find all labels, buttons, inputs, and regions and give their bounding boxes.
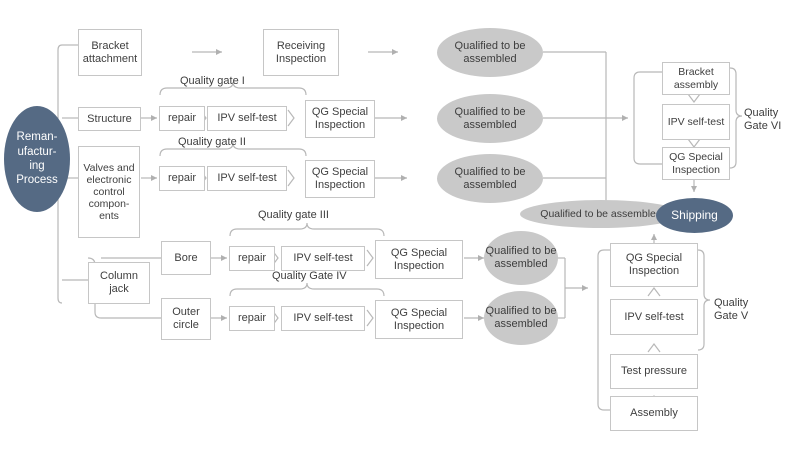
gate-v-step-test-pressure[interactable]: Test pressure [610, 354, 698, 389]
result-qualified-bore[interactable]: Qualified to be assembled [484, 231, 558, 285]
gate-v-label: Quality Gate V [714, 297, 748, 323]
row-structure-step-ipv-self-test[interactable]: IPV self-test [207, 106, 287, 131]
gate-label-quality-gate-iv: Quality Gate IV [272, 270, 347, 282]
gate-v-label-line2: Gate V [714, 310, 749, 323]
row-bore-step-qg-special-inspection[interactable]: QG Special Inspection [375, 240, 463, 279]
result-qualified-outer-circle[interactable]: Qualified to be assembled [484, 291, 558, 345]
gate-label-quality-gate-i: Quality gate I [180, 75, 245, 87]
row-structure-step-repair[interactable]: repair [159, 106, 205, 131]
gate-vi-label-line1: Quality [744, 107, 779, 119]
start-label-line4: Process [16, 174, 58, 187]
row-bore-step-ipv-self-test[interactable]: IPV self-test [281, 246, 365, 271]
result-qualified-merged[interactable]: Qualified to be assembled [520, 200, 682, 228]
row-bore-step-repair[interactable]: repair [229, 246, 275, 271]
result-qualified-valves[interactable]: Qualified to be assembled [437, 154, 543, 203]
gate-vi-label-line2: Gate VI [744, 120, 782, 133]
node-bore[interactable]: Bore [161, 241, 211, 275]
end-node-shipping[interactable]: Shipping [656, 198, 733, 233]
result-qualified-structure[interactable]: Qualified to be assembled [437, 94, 543, 143]
node-outer-circle[interactable]: Outer circle [161, 298, 211, 340]
row-outer-circle-step-qg-special-inspection[interactable]: QG Special Inspection [375, 300, 463, 339]
gate-label-quality-gate-ii: Quality gate II [178, 136, 246, 148]
start-label-line1: Reman- [16, 131, 58, 144]
node-structure[interactable]: Structure [78, 107, 141, 131]
node-valves-electronic-control-components[interactable]: Valves and electronic control compon-ent… [78, 146, 140, 238]
gate-vi-step-bracket-assembly[interactable]: Bracket assembly [662, 62, 730, 95]
start-node-remanufacturing-process[interactable]: Reman- ufactur- ing Process [4, 106, 70, 212]
gate-v-step-assembly[interactable]: Assembly [610, 396, 698, 431]
start-label-line2: ufactur- [17, 145, 57, 158]
gate-v-step-ipv-self-test[interactable]: IPV self-test [610, 299, 698, 335]
row-outer-circle-step-repair[interactable]: repair [229, 306, 275, 331]
gate-v-step-qg-special-inspection[interactable]: QG Special Inspection [610, 243, 698, 287]
row-valves-step-ipv-self-test[interactable]: IPV self-test [207, 166, 287, 191]
result-qualified-top[interactable]: Qualified to be assembled [437, 28, 543, 77]
gate-vi-step-qg-special-inspection[interactable]: QG Special Inspection [662, 147, 730, 180]
gate-label-quality-gate-iii: Quality gate III [258, 209, 329, 221]
gate-v-label-line1: Quality [714, 297, 749, 309]
row-valves-step-repair[interactable]: repair [159, 166, 205, 191]
start-label-line3: ing [29, 160, 45, 172]
node-bracket-attachment[interactable]: Bracket attachment [78, 29, 142, 76]
gate-vi-label: Quality Gate VI [744, 107, 781, 133]
node-column-jack[interactable]: Column jack [88, 262, 150, 304]
gate-vi-step-ipv-self-test[interactable]: IPV self-test [662, 104, 730, 140]
row-structure-step-qg-special-inspection[interactable]: QG Special Inspection [305, 100, 375, 138]
row-valves-step-qg-special-inspection[interactable]: QG Special Inspection [305, 160, 375, 198]
node-receiving-inspection[interactable]: Receiving Inspection [263, 29, 339, 76]
row-outer-circle-step-ipv-self-test[interactable]: IPV self-test [281, 306, 365, 331]
